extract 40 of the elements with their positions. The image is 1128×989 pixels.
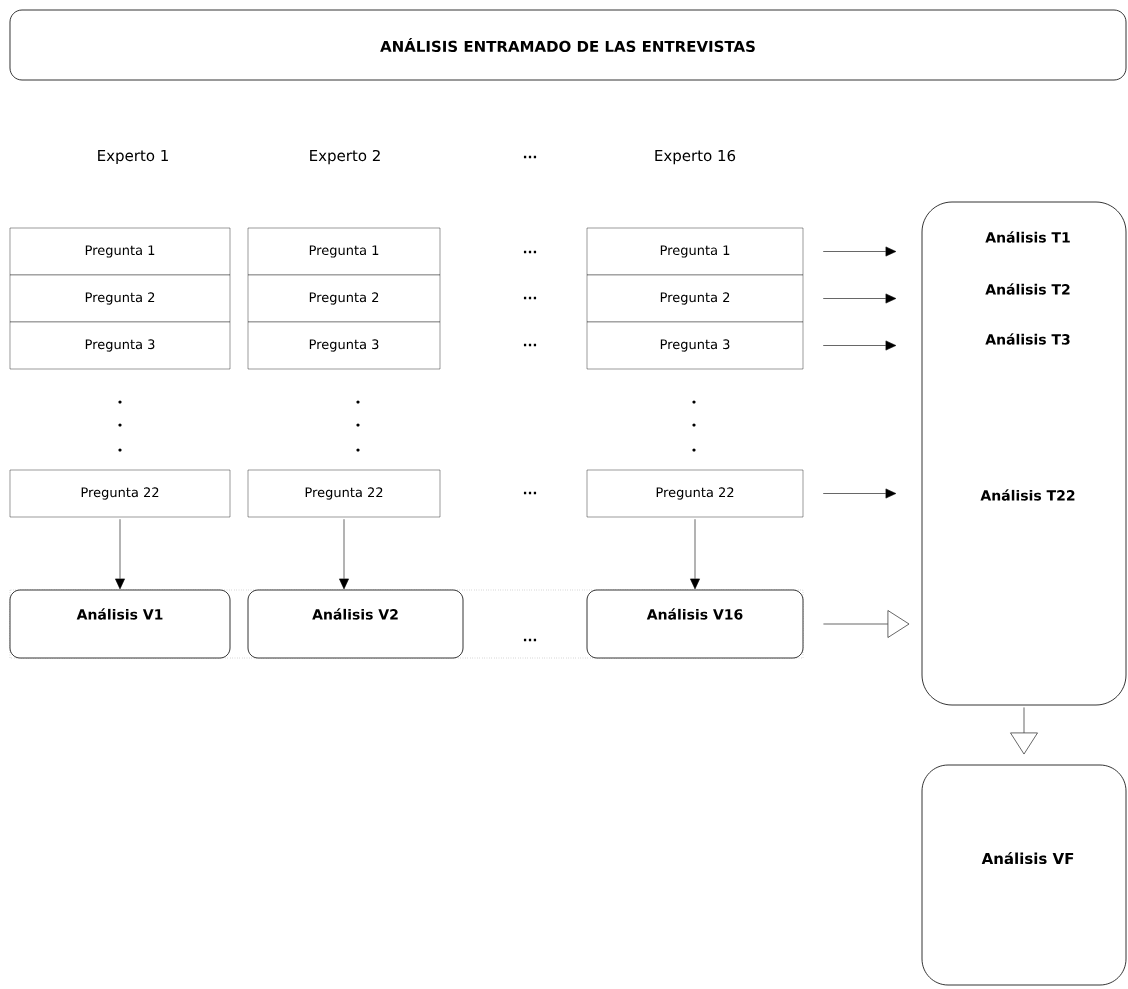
arrow xyxy=(690,518,700,590)
column-label: Experto 2 xyxy=(310,149,380,165)
arrow xyxy=(822,293,897,304)
arrow xyxy=(339,518,349,590)
question-box: Pregunta 22 xyxy=(586,469,804,518)
arrow xyxy=(822,488,897,499)
analysis-panel xyxy=(921,201,1127,706)
question-box: Pregunta 22 xyxy=(9,469,231,518)
arrow xyxy=(822,246,897,257)
analysis-title: Análisis T2 xyxy=(985,283,1070,295)
ellipsis: ... xyxy=(523,296,537,300)
analysis-title: Análisis T1 xyxy=(985,231,1070,243)
question-box: Pregunta 2 xyxy=(586,274,804,323)
question-box: Pregunta 1 xyxy=(247,227,441,276)
ellipsis: ... xyxy=(523,343,537,347)
question-box: Pregunta 2 xyxy=(247,274,441,323)
question-box: Pregunta 22 xyxy=(247,469,441,518)
analysis-box: Análisis V1 xyxy=(9,589,231,659)
arrow xyxy=(823,610,910,638)
analysis-title: Análisis T22 xyxy=(980,489,1075,501)
question-box: Pregunta 3 xyxy=(586,321,804,370)
title-box: ANÁLISIS ENTRAMADO DE LAS ENTREVISTAS xyxy=(9,9,1127,81)
column-label: Experto 1 xyxy=(98,150,168,165)
question-box: Pregunta 2 xyxy=(9,274,231,323)
question-box: Pregunta 1 xyxy=(586,227,804,276)
analysis-title: Análisis T3 xyxy=(985,333,1070,345)
analysis-box: Análisis V2 xyxy=(247,589,464,659)
arrow xyxy=(115,518,125,590)
arrow xyxy=(1010,707,1038,755)
question-box: Pregunta 3 xyxy=(247,321,441,370)
question-box: Pregunta 3 xyxy=(9,321,231,370)
result-box: Análisis VF xyxy=(921,764,1127,986)
ellipsis: ... xyxy=(523,250,537,254)
arrow xyxy=(822,340,897,351)
question-box: Pregunta 1 xyxy=(9,227,231,276)
analysis-box: Análisis V16 xyxy=(586,589,804,659)
ellipsis: ... xyxy=(523,155,537,159)
column-label: Experto 16 xyxy=(655,149,736,165)
ellipsis: ... xyxy=(523,491,537,495)
ellipsis: ... xyxy=(523,638,537,642)
